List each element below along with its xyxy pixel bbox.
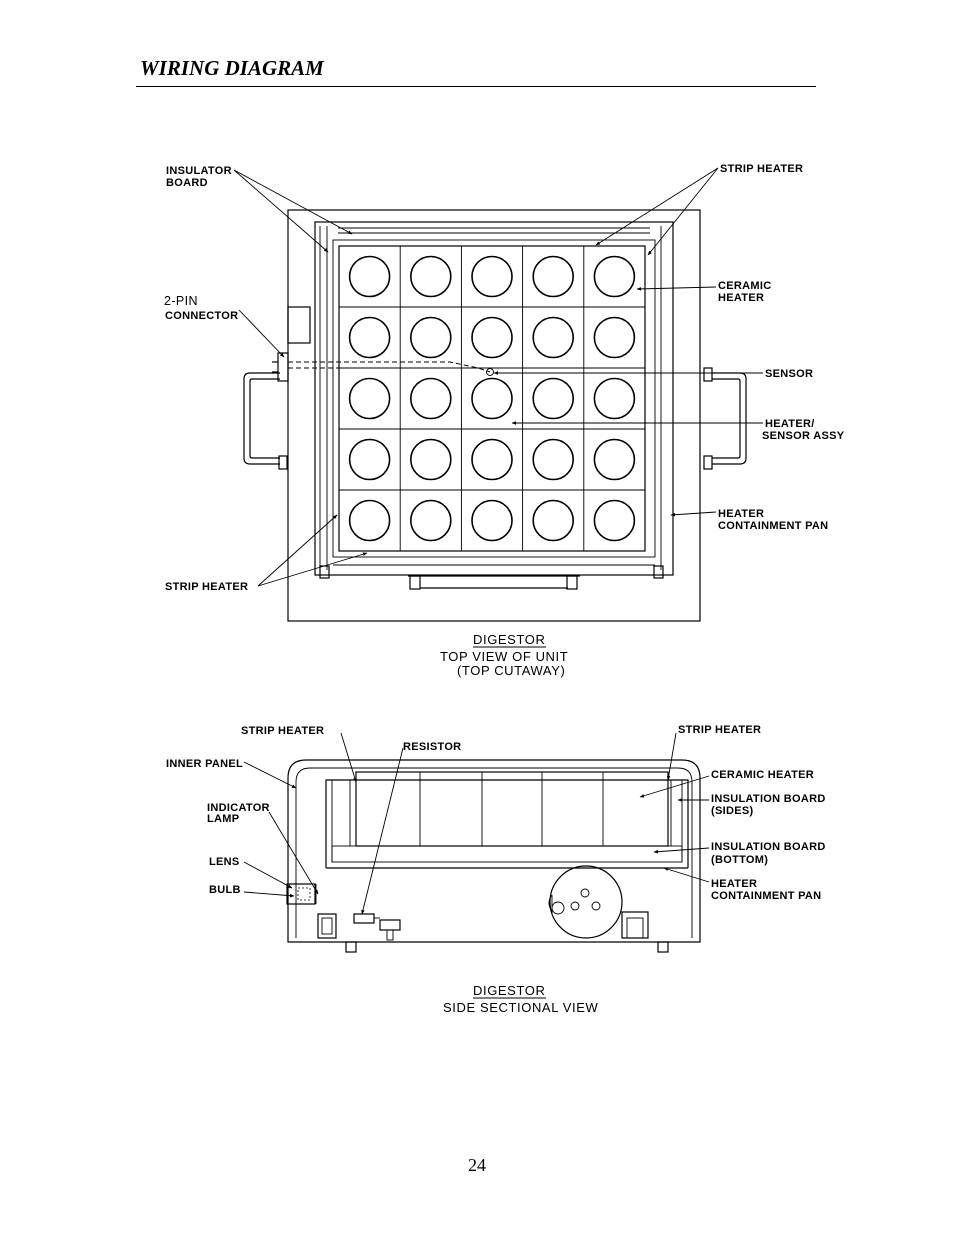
- inner-panel: [295, 767, 693, 938]
- ceramic-heater-cell: [409, 255, 452, 298]
- fan-circle: [549, 865, 623, 939]
- foot-side-left: [345, 941, 357, 953]
- label-ceramic-heater-side: CERAMIC HEATER: [711, 769, 814, 781]
- label-containment-side: HEATER: [711, 878, 757, 890]
- outer-housing: [287, 209, 701, 622]
- ceramic-heater-cell: [409, 316, 452, 359]
- side-view-drawing: STRIP HEATER RESISTOR STRIP HEATER INNER…: [166, 724, 826, 1015]
- right-handle: [712, 372, 747, 465]
- resistor: [353, 913, 375, 924]
- label-two-pin: 2-PIN: [164, 294, 198, 308]
- sensor-wire: [288, 361, 491, 373]
- ceramic-heater-cell: [532, 438, 575, 481]
- label-strip-heater-right: STRIP HEATER: [678, 724, 761, 736]
- outer-housing-side: [287, 759, 701, 943]
- label-heater-sensor-2: SENSOR ASSY: [762, 430, 845, 442]
- label-strip-heater-bottom: STRIP HEATER: [165, 581, 248, 593]
- label-connector: CONNECTOR: [165, 310, 238, 322]
- label-containment-2: CONTAINMENT PAN: [718, 520, 828, 532]
- two-pin-connector: [277, 352, 289, 382]
- ceramic-heater-cell: [409, 438, 452, 481]
- ceramic-heater-cell: [471, 255, 513, 298]
- ceramic-heater-cell: [348, 438, 391, 481]
- ceramic-heater-cell: [471, 499, 513, 542]
- inner-frame: [332, 239, 656, 558]
- ceramic-heater-cell: [348, 377, 391, 420]
- caption-side-line2: SIDE SECTIONAL VIEW: [443, 1000, 599, 1015]
- label-heater-sensor: HEATER/: [765, 418, 815, 430]
- label-insulator-board: INSULATOR: [166, 165, 232, 177]
- label-strip-heater-top: STRIP HEATER: [720, 163, 803, 175]
- ceramic-heater-cell: [471, 438, 513, 481]
- label-bulb: BULB: [209, 884, 241, 896]
- bracket-left: [317, 913, 337, 939]
- label-insulator-board-2: BOARD: [166, 177, 208, 189]
- ceramic-heater-cell: [348, 316, 391, 359]
- ceramic-heater-cell: [593, 316, 636, 359]
- label-strip-heater-left: STRIP HEATER: [241, 725, 324, 737]
- ceramic-heater-cell: [471, 377, 513, 420]
- ceramic-heater-cell: [532, 499, 575, 542]
- connector-box: [287, 306, 311, 344]
- header-rule: [136, 86, 816, 87]
- label-insulation-sides-2: (SIDES): [711, 805, 753, 817]
- ceramic-heater-cell: [593, 377, 636, 420]
- indicator-lamp: [286, 883, 316, 905]
- label-containment-side-2: CONTAINMENT PAN: [711, 890, 821, 902]
- label-ceramic-heater-2: HEATER: [718, 292, 764, 304]
- ceramic-grid: [338, 245, 646, 552]
- ceramic-heater-row: [355, 771, 669, 847]
- ceramic-heater-cell: [471, 316, 513, 359]
- ceramic-heater-cell: [593, 255, 636, 298]
- heater-containment-pan-side: [325, 779, 689, 868]
- page-title: WIRING DIAGRAM: [140, 56, 324, 80]
- label-lens: LENS: [209, 856, 240, 868]
- ceramic-heater-cell: [532, 377, 575, 420]
- sensor: [486, 368, 494, 376]
- label-inner-panel: INNER PANEL: [166, 758, 243, 770]
- label-resistor: RESISTOR: [403, 741, 461, 753]
- ceramic-heater-cell: [593, 438, 636, 481]
- ceramic-heater-cell: [348, 255, 391, 298]
- caption-top-line1: DIGESTOR: [473, 632, 545, 647]
- label-containment: HEATER: [718, 508, 764, 520]
- bracket-right: [621, 911, 649, 939]
- label-sensor: SENSOR: [765, 368, 813, 380]
- label-indicator-lamp-2: LAMP: [207, 813, 239, 825]
- label-insulation-bottom: INSULATION BOARD: [711, 841, 826, 853]
- caption-top-line3: (TOP CUTAWAY): [457, 663, 565, 678]
- ceramic-heater-cell: [532, 316, 575, 359]
- foot-right: [653, 565, 664, 579]
- ceramic-heater-cell: [532, 255, 575, 298]
- label-indicator-lamp: INDICATOR: [207, 802, 270, 814]
- ceramic-heater-cell: [593, 499, 636, 542]
- left-handle: [243, 372, 280, 465]
- caption-side-line1: DIGESTOR: [473, 983, 545, 998]
- foot-side-right: [657, 941, 669, 953]
- label-ceramic-heater: CERAMIC: [718, 280, 771, 292]
- page-number: 24: [468, 1155, 486, 1175]
- top-view-drawing: INSULATOR BOARD STRIP HEATER 2-PIN CONNE…: [164, 163, 845, 678]
- label-insulation-sides: INSULATION BOARD: [711, 793, 826, 805]
- caption-top-line2: TOP VIEW OF UNIT: [440, 649, 568, 664]
- ceramic-heater-cell: [409, 499, 452, 542]
- heater-containment-pan: [314, 221, 674, 576]
- foot-left: [319, 565, 330, 579]
- ceramic-heater-cell: [409, 377, 452, 420]
- label-insulation-bottom-2: (BOTTOM): [711, 854, 768, 866]
- insulation-bottom: [331, 845, 683, 863]
- ceramic-heater-cell: [348, 499, 391, 542]
